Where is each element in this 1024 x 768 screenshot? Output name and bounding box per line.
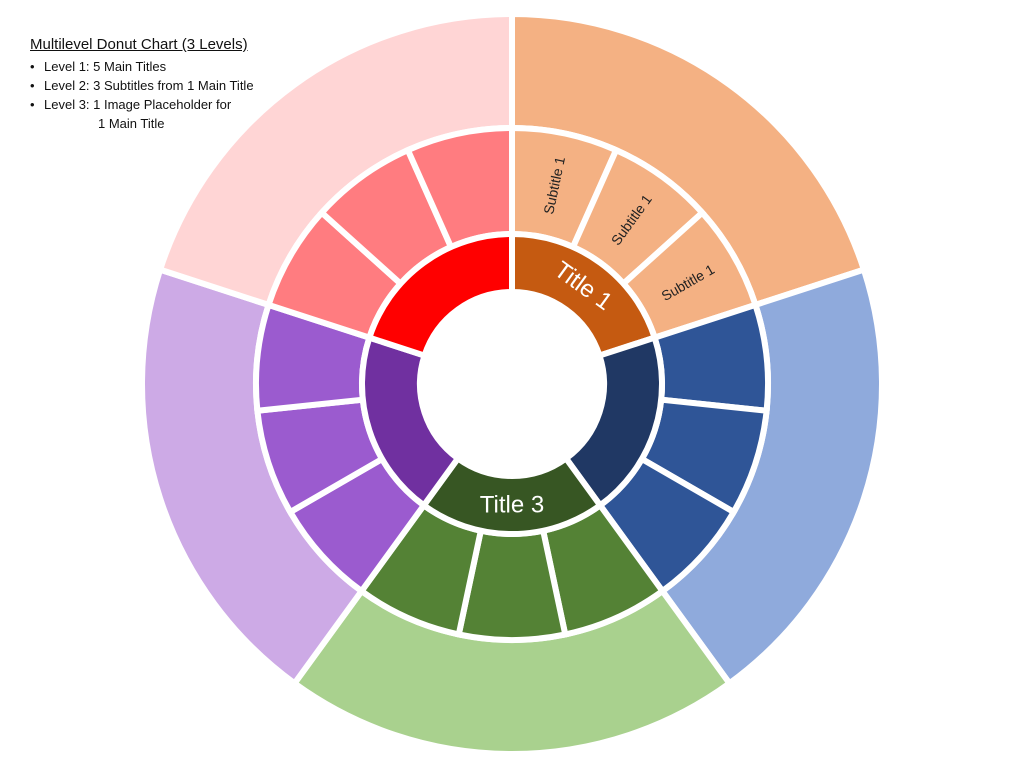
chart-legend: Multilevel Donut Chart (3 Levels) Level … xyxy=(30,35,320,133)
legend-item-level-1: Level 1: 5 Main Titles xyxy=(30,57,320,76)
main-title-label: Title 3 xyxy=(480,492,544,519)
main-title-segment-5 xyxy=(365,230,515,360)
legend-item-level-2: Level 2: 3 Subtitles from 1 Main Title xyxy=(30,76,320,95)
donut-center-hole xyxy=(423,295,601,473)
legend-title: Multilevel Donut Chart (3 Levels) xyxy=(30,36,248,53)
legend-list: Level 1: 5 Main Titles Level 2: 3 Subtit… xyxy=(30,57,320,114)
legend-item-level-3: Level 3: 1 Image Placeholder for xyxy=(30,95,320,114)
legend-item-level-3-continued: 1 Main Title xyxy=(98,116,165,131)
